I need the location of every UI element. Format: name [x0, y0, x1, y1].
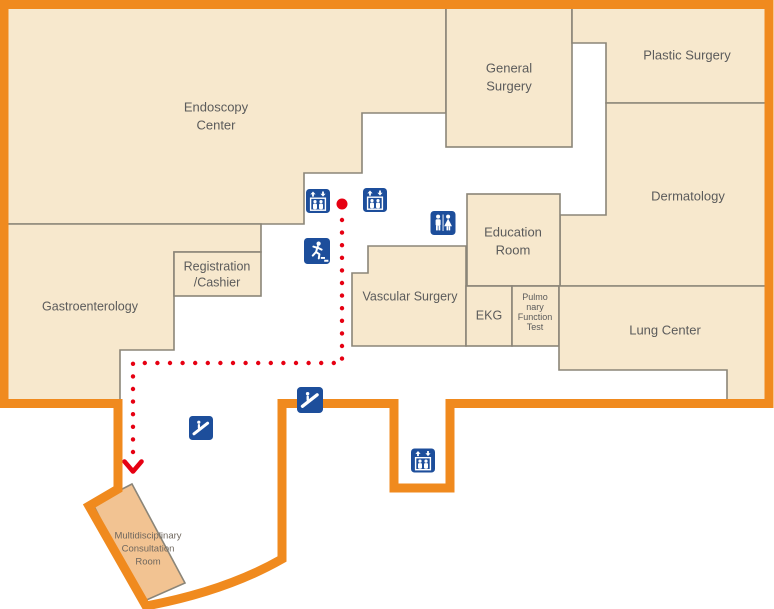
- room-label-dermatology: Dermatology: [651, 188, 725, 204]
- room-label-lung-center: Lung Center: [629, 322, 701, 338]
- elevator-icon: [363, 188, 387, 212]
- room-label-gastroenterology: Gastroenterology: [42, 299, 138, 314]
- room-label-plastic-surgery: Plastic Surgery: [643, 47, 731, 63]
- escalator-icon: [297, 387, 323, 413]
- room-general-surgery: [445, 5, 573, 148]
- emergency-exit-icon: [304, 238, 330, 264]
- room-label-ekg: EKG: [475, 308, 503, 323]
- route-start-dot: [336, 198, 348, 210]
- restroom-icon: [430, 211, 456, 235]
- room-registration-cashier: [173, 251, 262, 297]
- elevator-icon: [411, 448, 435, 473]
- route: [122, 198, 348, 474]
- room-lung-center: [558, 285, 771, 406]
- escalator-icon: [189, 416, 213, 440]
- room-ekg: [465, 285, 513, 347]
- elevator-icon: [306, 189, 330, 213]
- room-label-registration-cashier: Registration/Cashier: [183, 259, 251, 290]
- route-arrow: [122, 459, 144, 474]
- room-vascular-surgery: [351, 245, 467, 347]
- room-label-vascular-surgery: Vascular Surgery: [362, 289, 458, 304]
